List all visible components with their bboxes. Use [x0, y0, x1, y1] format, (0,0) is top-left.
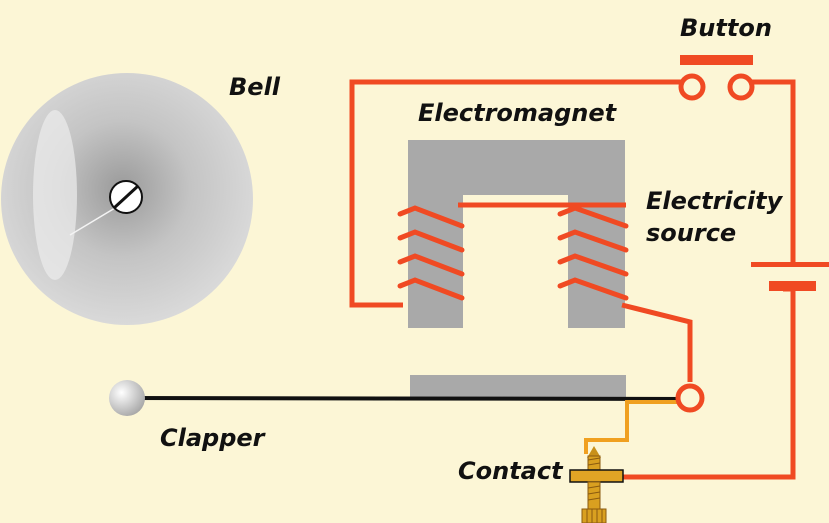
- electricity-source-label: Electricity source: [646, 185, 782, 249]
- right-coil: [557, 205, 629, 301]
- button-switch: [678, 55, 755, 101]
- contact-spring-wire: [584, 400, 690, 454]
- bell-screw-icon: [109, 180, 143, 214]
- clapper-label: Clapper: [160, 424, 265, 452]
- battery-icon: [751, 262, 829, 291]
- electricity-source-label-line2: source: [646, 219, 737, 247]
- electromagnet-core: [408, 140, 625, 328]
- bell-label: Bell: [229, 73, 281, 101]
- electricity-source-label-line1: Electricity: [646, 187, 783, 215]
- electromagnet-label: Electromagnet: [418, 99, 617, 127]
- left-coil: [397, 205, 465, 301]
- contact-screw-icon: [569, 446, 624, 523]
- contact-label: Contact: [458, 457, 563, 485]
- clapper-arm: [125, 396, 691, 401]
- button-label: Button: [680, 14, 772, 42]
- pivot-ring: [675, 383, 705, 413]
- armature-bar: [410, 375, 626, 397]
- clapper-ball: [109, 380, 145, 416]
